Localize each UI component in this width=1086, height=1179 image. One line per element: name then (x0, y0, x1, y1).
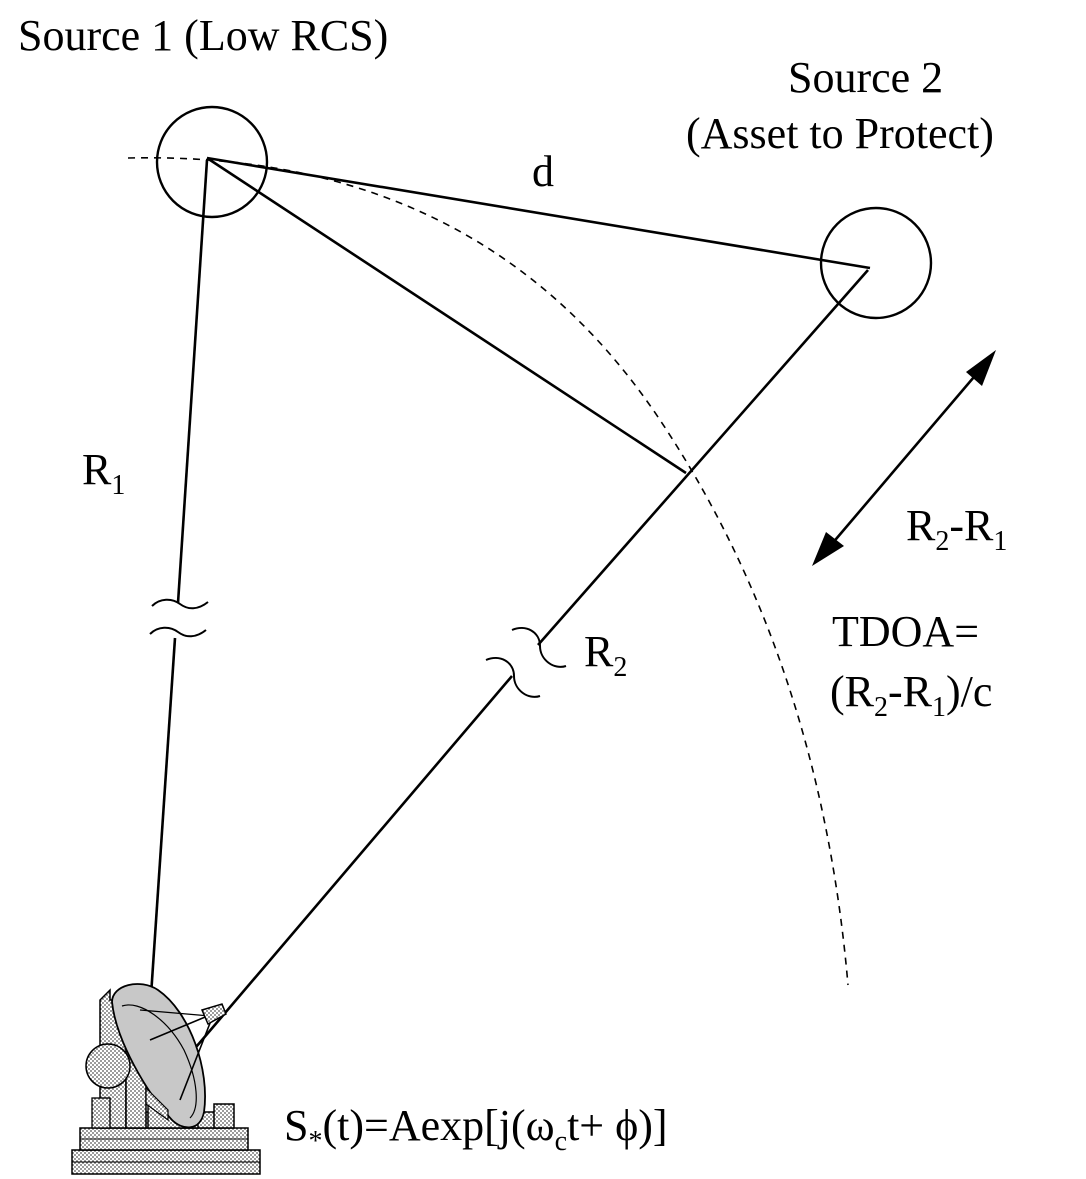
r1-break-mark-bottom (149, 626, 207, 638)
source1-circle (155, 105, 269, 219)
range-difference-label: R2-R1 (906, 501, 1007, 557)
source2-label-line1: Source 2 (788, 53, 943, 102)
tdoa-label-line1: TDOA= (832, 607, 979, 656)
source1-label: Source 1 (Low RCS) (18, 11, 388, 60)
double-headed-arrow (812, 350, 996, 566)
iso-range-arc (127, 156, 849, 986)
tdoa-label-line2: (R2-R1)/c (830, 667, 992, 723)
source2-circle (819, 206, 933, 320)
r1-label: R1 (82, 445, 125, 501)
projection-line (206, 156, 687, 475)
distance-d-line (206, 156, 871, 270)
r2-break-mark-top (511, 627, 567, 668)
signal-equation: S*(t)=Aexp[j(ωct+ ϕ)] (284, 1101, 668, 1157)
r1-line-upper (176, 159, 209, 604)
distance-d-label: d (532, 147, 554, 196)
r2-line-lower (184, 675, 513, 1061)
satellite-dish-antenna-icon (71, 983, 261, 1175)
r2-label: R2 (584, 627, 627, 683)
r1-break-mark-top (151, 598, 209, 610)
r2-break-mark-bottom (485, 657, 541, 698)
source2-label-line2: (Asset to Protect) (686, 109, 994, 158)
r2-line-upper (537, 269, 869, 646)
